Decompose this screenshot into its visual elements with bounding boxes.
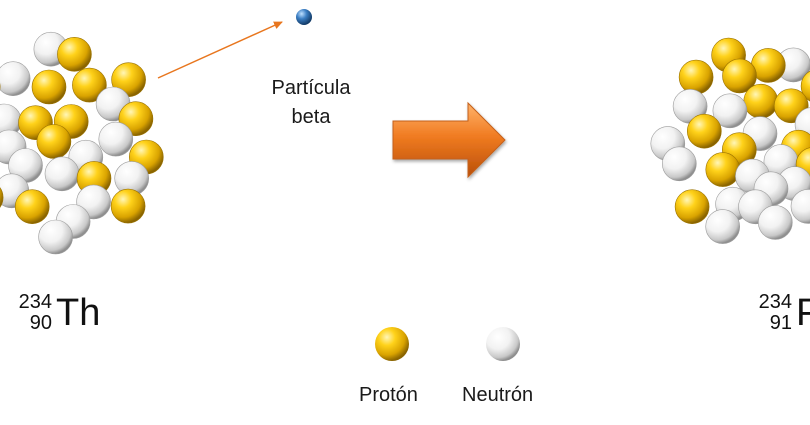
protactinium-nucleon-proton: [674, 189, 710, 224]
beta-label-line1: Partícula: [271, 77, 351, 99]
protactinium-nucleon-proton: [686, 113, 722, 149]
thorium-nucleon-proton: [72, 67, 107, 103]
protactinium-nucleon-proton: [743, 83, 779, 119]
legend-neutron-label: Neutrón: [462, 384, 534, 406]
thorium-nucleon-proton: [110, 188, 146, 224]
beta-label-line2: beta: [291, 106, 331, 128]
protactinium-nucleus: [650, 37, 810, 244]
thorium-nucleus: [0, 31, 164, 255]
thorium-numbers: 234 90: [8, 292, 52, 334]
beta-emission-arrow: [157, 21, 283, 79]
protactinium-symbol: Pa: [796, 292, 810, 334]
thorium-nucleon-neutron: [44, 156, 80, 192]
thorium-nucleon-neutron: [98, 121, 134, 157]
reaction-arrow: [392, 101, 506, 179]
thorium-nucleon-proton: [31, 69, 67, 105]
thorium-atomic-number: 90: [29, 312, 52, 334]
thorium-nucleon-proton: [57, 36, 92, 72]
protactinium-nucleon-neutron: [757, 205, 793, 240]
protactinium-nucleon-neutron: [790, 189, 810, 224]
beta-particle: [296, 9, 312, 25]
thorium-symbol: Th: [56, 292, 101, 334]
protactinium-atomic-number: 91: [769, 312, 792, 334]
protactinium-mass-number: 234: [758, 291, 792, 313]
thorium-nucleon-proton: [14, 189, 50, 224]
thorium-nucleon-proton: [36, 124, 72, 159]
legend-proton-label: Protón: [359, 384, 418, 406]
protactinium-nucleon-proton: [678, 59, 714, 95]
protactinium-numbers: 234 91: [748, 292, 792, 334]
thorium-nucleon-neutron: [38, 219, 73, 255]
protactinium-nucleon-neutron: [712, 93, 748, 129]
beta-particle-label: Partícula beta: [248, 74, 374, 132]
protactinium-nucleon-neutron: [705, 209, 741, 244]
protactinium-nucleon-proton: [705, 152, 741, 187]
protactinium-nucleon-proton: [722, 58, 757, 94]
thorium-mass-number: 234: [18, 291, 52, 313]
legend-neutron-sphere: [486, 327, 520, 361]
thorium-nucleon-proton: [0, 187, 4, 208]
protactinium-nucleon-neutron: [661, 146, 697, 182]
thorium-nucleon-neutron: [0, 61, 31, 96]
legend-proton-sphere: [375, 327, 409, 361]
